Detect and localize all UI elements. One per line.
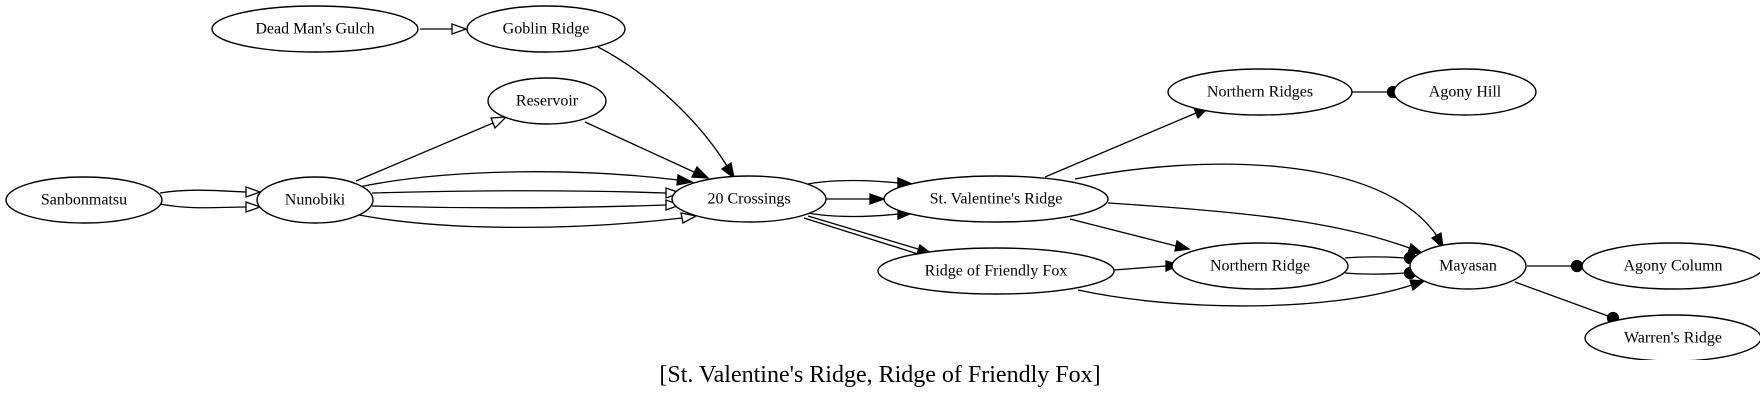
node-ellipse — [487, 77, 607, 125]
edge-mayasan-to-warrens-ridge — [1514, 281, 1609, 317]
edge-northern-ridge-to-mayasan-2 — [1344, 272, 1406, 275]
node-ellipse — [671, 175, 827, 223]
node-label: Sanbonmatsu — [41, 192, 127, 209]
edge-st-valentines-ridge-to-mayasan-2 — [1107, 202, 1413, 250]
edge-20-crossings-to-ridge-of-friendly-fox-2 — [803, 217, 919, 255]
open-arrowhead — [680, 212, 698, 224]
edge-nunobiki-to-20-crossings-4 — [358, 214, 683, 229]
node-northern-ridge[interactable]: Northern Ridge — [1171, 242, 1349, 290]
node-ellipse — [1581, 242, 1760, 290]
open-arrowhead — [245, 186, 262, 198]
node-label: Northern Ridge — [1210, 258, 1310, 275]
node-sanbonmatsu[interactable]: Sanbonmatsu — [5, 176, 163, 224]
node-dead-mans-gulch[interactable]: Dead Man's Gulch — [211, 5, 419, 53]
edge-nunobiki-to-20-crossings-3 — [371, 204, 667, 209]
node-ellipse — [1171, 242, 1349, 290]
open-arrowhead — [245, 201, 262, 213]
edge-reservoir-to-20-crossings — [584, 121, 695, 173]
node-label: Agony Column — [1623, 258, 1722, 275]
node-label: Agony Hill — [1429, 84, 1502, 101]
node-agony-column[interactable]: Agony Column — [1581, 242, 1760, 290]
node-label: Goblin Ridge — [503, 21, 590, 38]
nodes-layer: Dead Man's Gulch Goblin Ridge Reservoir … — [5, 5, 1760, 360]
node-label: 20 Crossings — [707, 191, 790, 208]
arrowhead — [1407, 242, 1425, 255]
node-label: Nunobiki — [285, 192, 346, 209]
node-label: Warren's Ridge — [1624, 330, 1722, 347]
edge-sanbonmatsu-to-nunobiki-2 — [159, 203, 247, 209]
node-ellipse — [5, 176, 163, 224]
edge-nunobiki-to-20-crossings-2 — [371, 190, 667, 194]
edges-layer — [159, 28, 1609, 317]
edge-20-crossings-to-ridge-of-friendly-fox-1 — [807, 215, 919, 250]
node-nunobiki[interactable]: Nunobiki — [256, 176, 374, 224]
node-mayasan[interactable]: Mayasan — [1409, 242, 1527, 290]
node-agony-hill[interactable]: Agony Hill — [1393, 68, 1537, 116]
node-reservoir[interactable]: Reservoir — [487, 77, 607, 125]
open-arrowhead — [451, 23, 468, 35]
edge-nunobiki-to-20-crossings-1 — [358, 171, 679, 188]
node-northern-ridges[interactable]: Northern Ridges — [1167, 68, 1353, 116]
node-ellipse — [1393, 68, 1537, 116]
node-warrens-ridge[interactable]: Warren's Ridge — [1584, 314, 1760, 360]
edge-nunobiki-to-reservoir — [355, 122, 494, 182]
edge-20-crossings-to-st-valentines-ridge-3 — [807, 212, 899, 218]
edge-goblin-ridge-to-20-crossings — [597, 46, 728, 167]
arrowhead — [1430, 231, 1444, 250]
node-ellipse — [211, 5, 419, 53]
arrowhead — [1174, 239, 1191, 252]
arrowhead — [690, 165, 710, 179]
edge-st-valentines-ridge-to-mayasan-1 — [1074, 163, 1438, 237]
edge-ridge-of-friendly-fox-to-mayasan — [1077, 284, 1413, 307]
node-ellipse — [466, 5, 626, 53]
arrowhead — [720, 161, 735, 180]
arrowhead — [676, 173, 694, 186]
dot-head — [1570, 259, 1584, 273]
open-arrowhead — [490, 116, 508, 130]
node-goblin-ridge[interactable]: Goblin Ridge — [466, 5, 626, 53]
node-20-crossings[interactable]: 20 Crossings — [671, 175, 827, 223]
edge-northern-ridge-to-mayasan-1 — [1344, 256, 1406, 259]
arrowhead — [1409, 279, 1426, 292]
edge-sanbonmatsu-to-nunobiki-1 — [159, 189, 247, 194]
edge-st-valentines-ridge-to-northern-ridge — [1069, 218, 1177, 247]
node-ellipse — [1167, 68, 1353, 116]
arrowhead — [869, 193, 886, 205]
node-ellipse — [877, 247, 1115, 295]
node-label: Mayasan — [1439, 258, 1497, 275]
node-label: Reservoir — [516, 93, 579, 110]
node-label: Ridge of Friendly Fox — [925, 263, 1068, 280]
node-label: Northern Ridges — [1207, 84, 1313, 101]
node-ridge-of-friendly-fox[interactable]: Ridge of Friendly Fox — [877, 247, 1115, 295]
node-ellipse — [883, 175, 1109, 223]
node-ellipse — [1584, 314, 1760, 360]
node-label: Dead Man's Gulch — [255, 21, 374, 38]
node-ellipse — [1409, 242, 1527, 290]
route-graph: Dead Man's Gulch Goblin Ridge Reservoir … — [5, 5, 1760, 360]
edge-st-valentines-ridge-to-northern-ridges — [1044, 112, 1197, 178]
node-label: St. Valentine's Ridge — [930, 191, 1063, 208]
edge-20-crossings-to-st-valentines-ridge-1 — [807, 179, 899, 185]
edge-ridge-of-friendly-fox-to-northern-ridge — [1113, 265, 1167, 271]
node-st-valentines-ridge[interactable]: St. Valentine's Ridge — [883, 175, 1109, 223]
diagram-caption: [St. Valentine's Ridge, Ridge of Friendl… — [659, 362, 1101, 388]
node-ellipse — [256, 176, 374, 224]
